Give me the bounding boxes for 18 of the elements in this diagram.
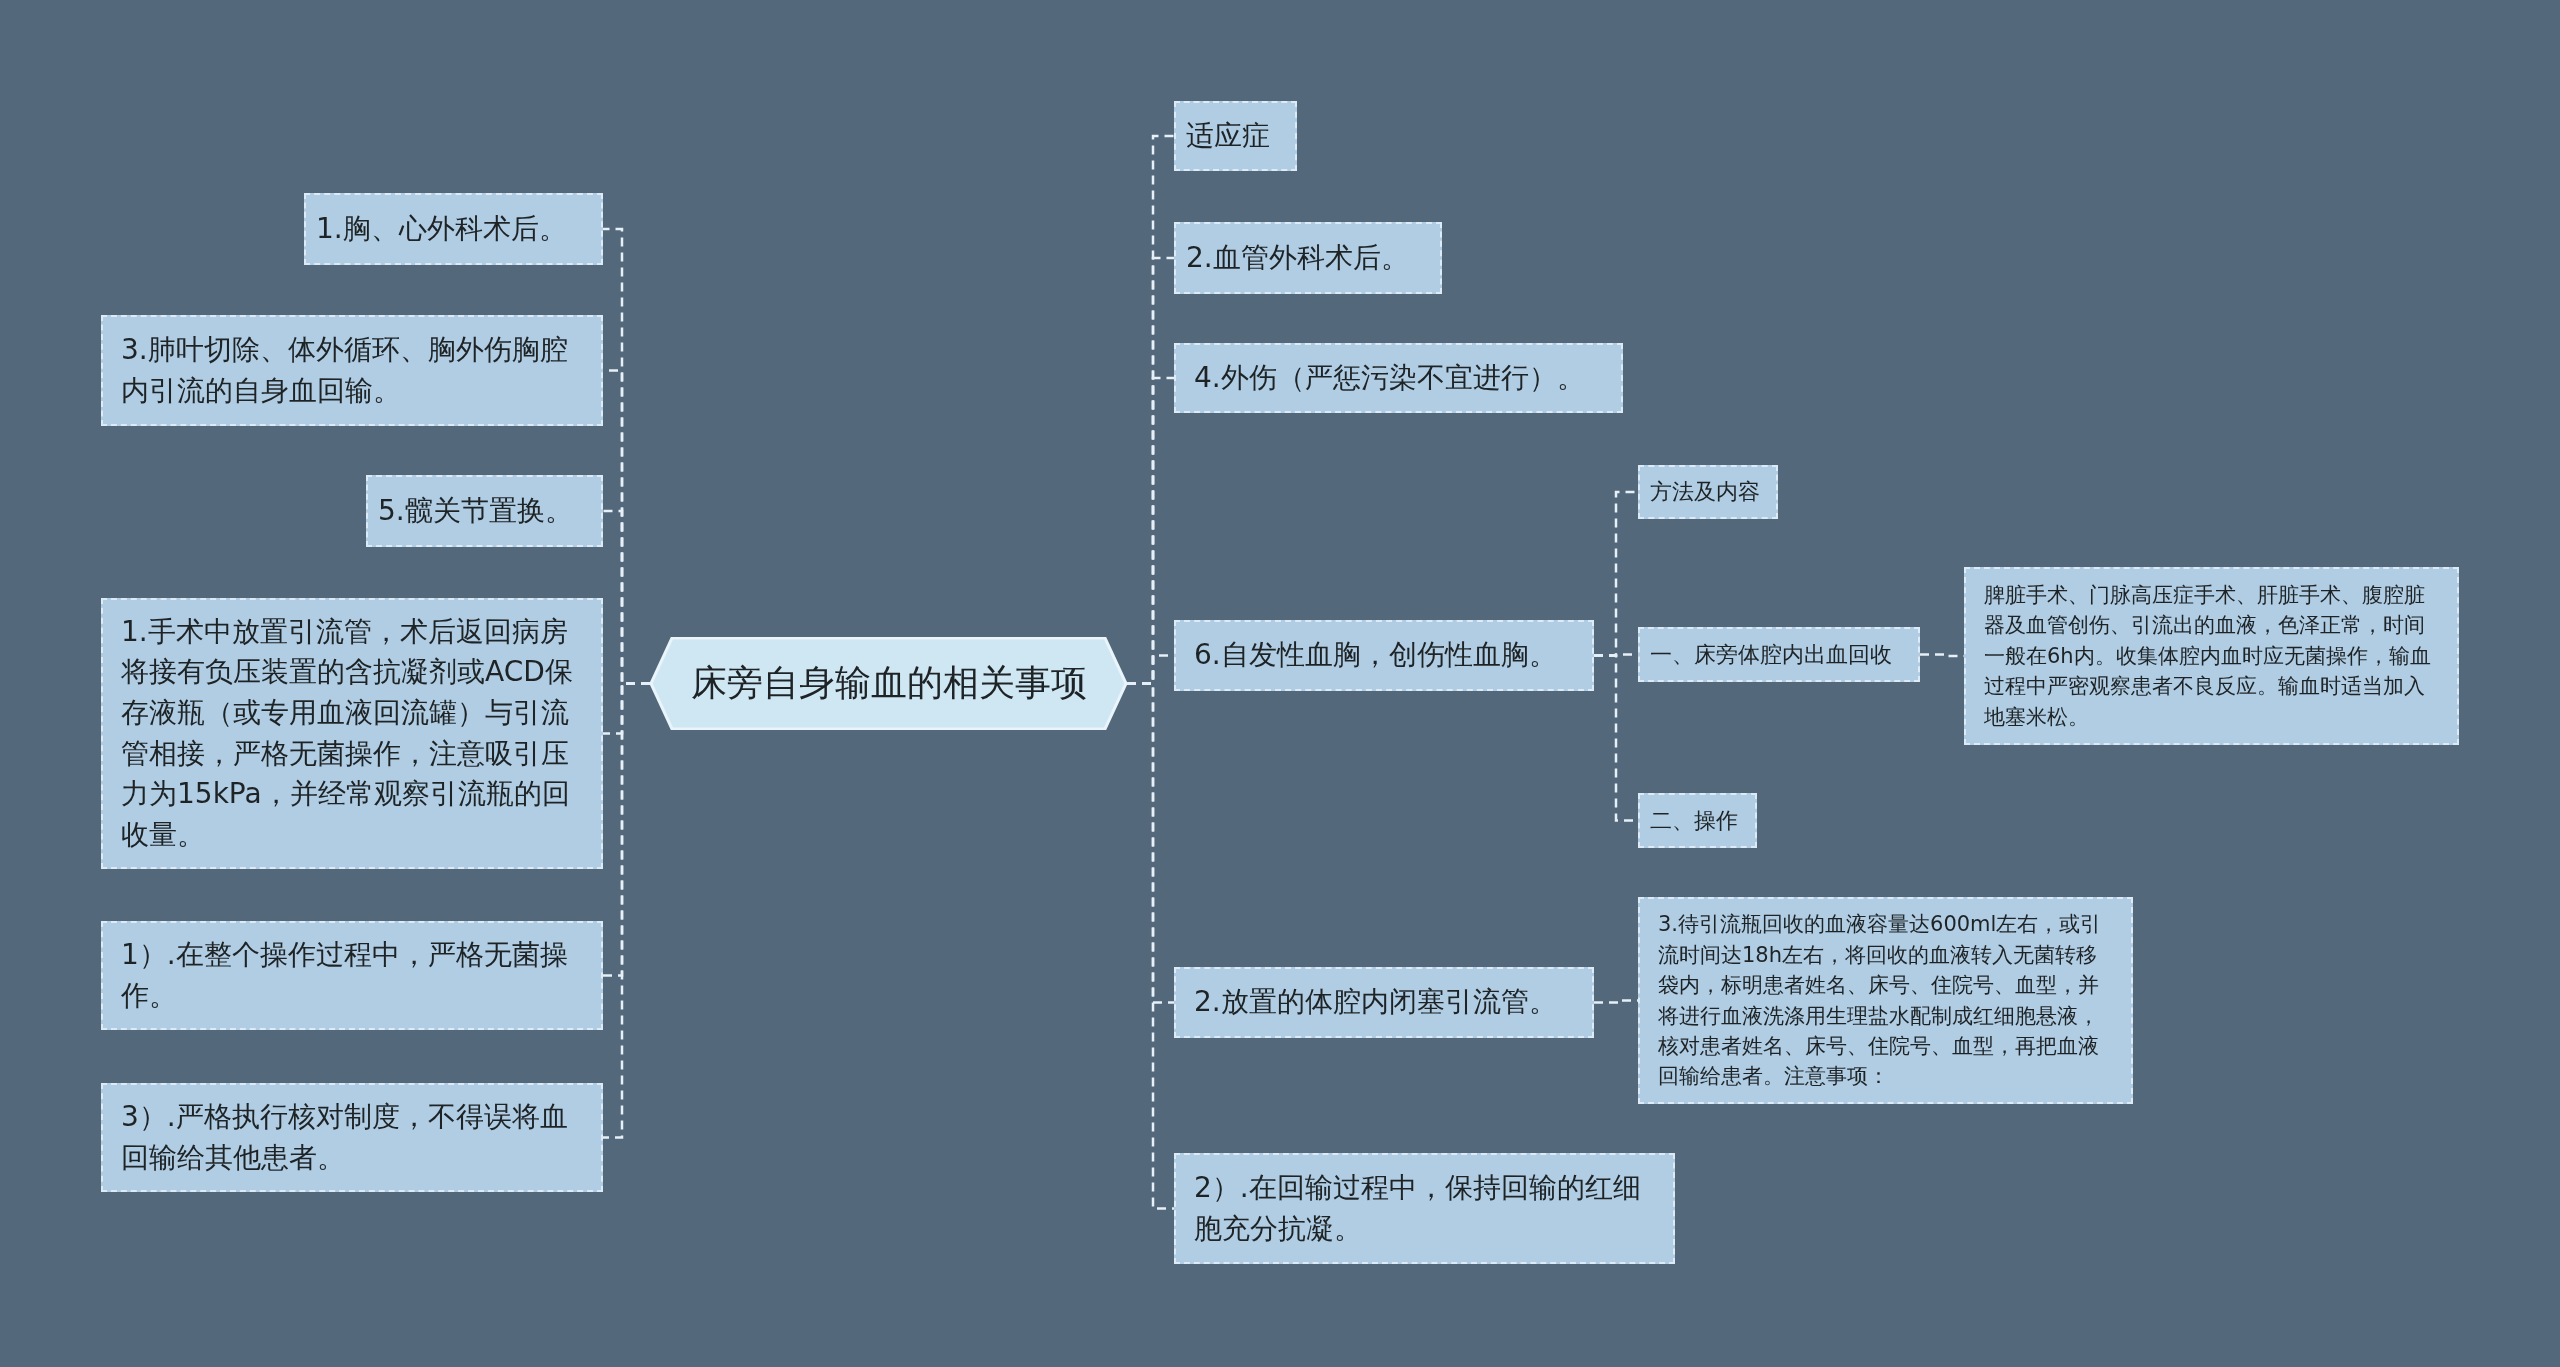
- topic-box: 方法及内容: [1638, 465, 1778, 519]
- topic-box: 2.血管外科术后。: [1174, 222, 1442, 294]
- central-topic-hexagon: 床旁自身输血的相关事项: [650, 637, 1127, 730]
- topic-box: 脾脏手术、门脉高压症手术、肝脏手术、腹腔脏器及血管创伤、引流出的血液，色泽正常，时间一般在6h内。收集体腔内血时应无菌操作，输血过程中严密观察患者不良反应。输血时适当加入地塞米松。: [1964, 567, 2459, 745]
- topic-box: 1.胸、心外科术后。: [304, 193, 603, 265]
- topic-box: 3.肺叶切除、体外循环、胸外伤胸腔内引流的自身血回输。: [101, 315, 603, 426]
- topic-box: 2）.在回输过程中，保持回输的红细胞充分抗凝。: [1174, 1153, 1675, 1264]
- topic-box: 一、床旁体腔内出血回收: [1638, 627, 1920, 682]
- topic-box: 二、操作: [1638, 793, 1757, 848]
- topic-box: 3）.严格执行核对制度，不得误将血回输给其他患者。: [101, 1083, 603, 1192]
- topic-box: 4.外伤（严惩污染不宜进行）。: [1174, 343, 1623, 413]
- topic-box: 适应症: [1174, 101, 1297, 171]
- topic-box: 6.自发性血胸，创伤性血胸。: [1174, 620, 1594, 691]
- topic-box: 2.放置的体腔内闭塞引流管。: [1174, 967, 1594, 1038]
- topic-box: 1.手术中放置引流管，术后返回病房将接有负压装置的含抗凝剂或ACD保存液瓶（或专用血液回流罐）与引流管相接，严格无菌操作，注意吸引压力为15kPa，并经常观察引流瓶的回收量。: [101, 598, 603, 869]
- topic-box: 1）.在整个操作过程中，严格无菌操作。: [101, 921, 603, 1030]
- topic-box: 5.髋关节置换。: [366, 475, 603, 547]
- topic-box: 3.待引流瓶回收的血液容量达600ml左右，或引流时间达18h左右，将回收的血液转入无菌转移袋内，标明患者姓名、床号、住院号、血型，并将进行血液洗涤用生理盐水配制成红细胞悬液，核对患者姓名、床号、住院号、血型，再把血液回输给患者。注意事项：: [1638, 897, 2133, 1104]
